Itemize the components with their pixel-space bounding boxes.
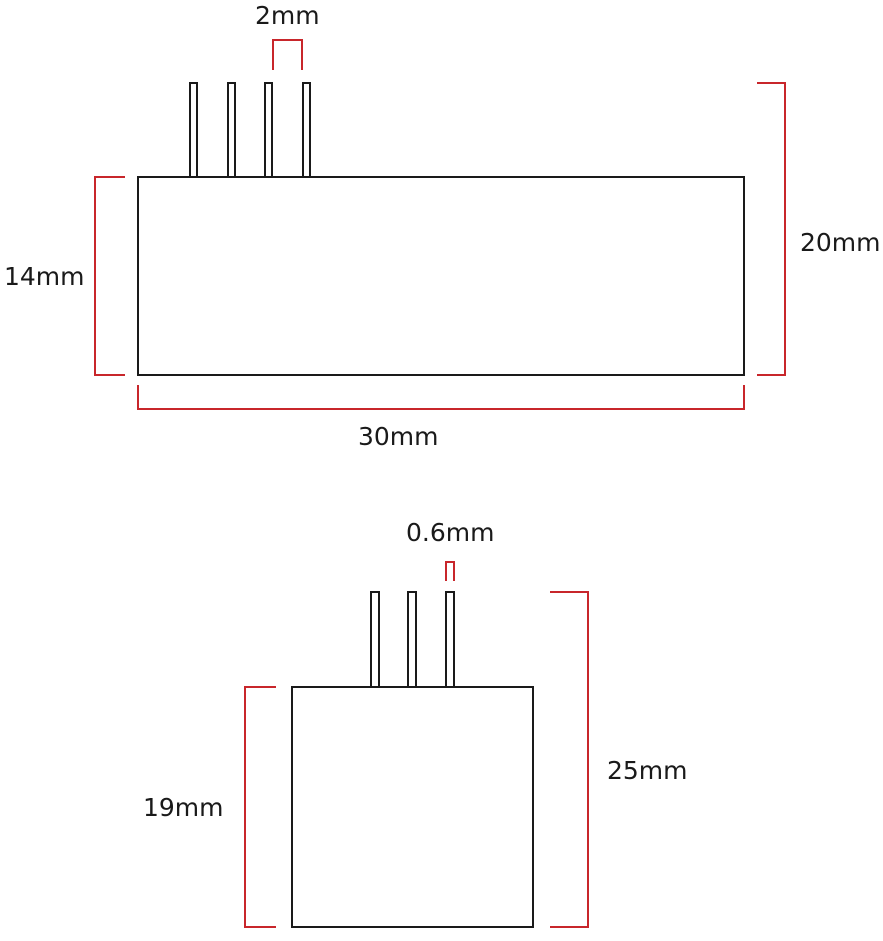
top-width-label: 30mm [358, 422, 439, 451]
top-pin [189, 82, 198, 178]
top-pin [302, 82, 311, 178]
top-body-height-bracket [94, 176, 125, 376]
top-pitch-bracket [272, 39, 303, 70]
bottom-total-height-label: 25mm [607, 756, 688, 785]
top-width-bracket [137, 385, 745, 410]
bottom-body-height-bracket [244, 686, 276, 928]
bottom-pins [370, 591, 455, 688]
bottom-body [291, 686, 534, 928]
top-pins [189, 82, 311, 178]
bottom-pin-width-bracket [445, 561, 455, 581]
bottom-total-height-bracket [550, 591, 589, 928]
top-body-height-label: 14mm [4, 262, 85, 291]
top-pin-pitch-label: 2mm [255, 1, 320, 30]
bottom-view [244, 561, 589, 928]
top-pin [264, 82, 273, 178]
top-view [94, 39, 786, 410]
bottom-pin [445, 591, 455, 688]
bottom-pin [407, 591, 417, 688]
top-pin [227, 82, 236, 178]
bottom-body-height-label: 19mm [143, 793, 224, 822]
top-total-height-bracket [757, 82, 786, 376]
top-total-height-label: 20mm [800, 228, 881, 257]
top-body [137, 176, 745, 376]
bottom-pin [370, 591, 380, 688]
bottom-pin-width-label: 0.6mm [406, 518, 495, 547]
